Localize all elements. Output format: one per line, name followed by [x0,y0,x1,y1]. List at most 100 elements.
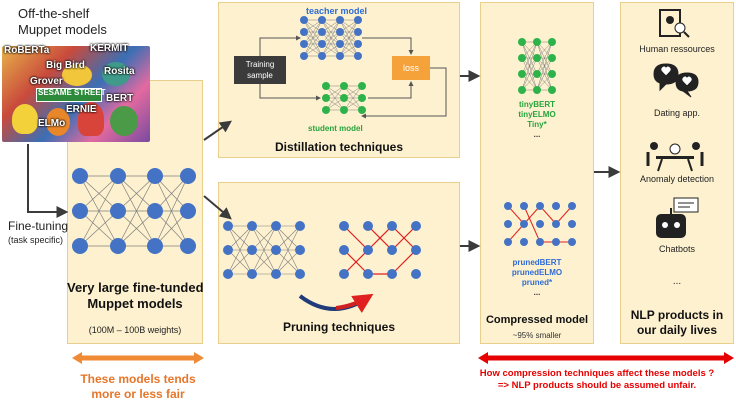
heart-shape [682,76,692,86]
full-network-node [271,221,281,231]
compressed-pruned-node [520,238,528,246]
meeting-table-icon-coin [669,143,681,155]
large-network-edge [79,210,119,247]
pruning-panel [218,182,460,344]
distilled-name: tinyELMO [518,110,556,119]
full-network-edge [227,249,253,275]
pruned-network-edge [367,225,393,251]
full-network-edge [227,225,253,275]
compressed-pruned-node [504,220,512,228]
muppet-name: KERMIT [90,43,129,54]
compressed-distilled-network-edge [521,57,538,91]
unfair-conclusion-line: => NLP products should be assumed unfair… [497,380,697,391]
fair-label-line: These models tends [80,372,196,386]
nlp-products-panel [620,2,734,344]
products-title: NLP products in our daily lives [620,308,734,338]
student-network-node [322,82,330,90]
full-network-edge [251,225,277,275]
pruned-network-node [363,245,373,255]
products-title-line: NLP products in [630,308,724,322]
full-network-node [295,269,305,279]
large-network-node [72,238,88,254]
full-network-node [295,221,305,231]
student-network-node [340,106,348,114]
compressed-pruned-node [504,202,512,210]
pruned-model-names: prunedBERT prunedELMO pruned* ... [480,258,594,298]
muppet-figure [46,108,70,136]
large-network-node [147,168,163,184]
pruned-network-node [411,221,421,231]
teacher-network-node [354,16,362,24]
compressed-pruned-node [568,238,576,246]
fair-label-line: more or less fair [91,387,185,401]
muppet-figure [12,104,38,134]
fair-label: These models tends more or less fair [70,372,206,402]
pruned-network-node [363,221,373,231]
teacher-network-node [336,40,344,48]
large-network-node [180,203,196,219]
compressed-distilled-network-node [533,86,541,94]
finetuning-label: Fine-tuning [8,219,69,233]
person-search-icon-handle [683,31,690,38]
distilled-name: tinyBERT [519,100,555,109]
compressed-distilled-network-node [518,86,526,94]
large-network-node [72,203,88,219]
compressed-pruned-node [536,220,544,228]
muppet-name: RoBERTa [4,45,50,56]
large-network-node [147,203,163,219]
training-sample-box: Training sample [234,56,286,84]
to-pruning-arrow [203,195,232,220]
meeting-table-icon-bodies [646,152,704,166]
full-network-edge [251,249,277,275]
teacher-network-edge [321,19,341,45]
compressed-distilled-network-node [548,38,556,46]
compressed-pruned-edge [555,205,573,225]
full-network-node [223,245,233,255]
muppet-name: ERNIE [66,104,97,115]
loss-box: loss [392,56,430,80]
teacher-network-node [300,28,308,36]
teacher-network-edge [339,19,359,45]
pruned-name: pruned* [521,278,553,287]
compressed-pruned-node [536,238,544,246]
compressed-pruned-node [520,202,528,210]
compressed-distilled-network-node [533,70,541,78]
finetuning-arrow [27,144,69,218]
large-network-edge [154,175,189,247]
hearts-chat-icon [653,63,679,92]
compressed-distilled-network-node [548,86,556,94]
compressed-pruned-edge [539,205,557,225]
compressed-pruned-edge [507,205,525,225]
teacher-network-node [318,28,326,36]
meeting-table-icon-table [656,156,694,159]
teacher-network-node [318,16,326,24]
large-network-node [180,168,196,184]
full-network-node [223,221,233,231]
distilled-name: ... [533,130,541,139]
pruned-network-node [339,245,349,255]
full-network-node [295,245,305,255]
student-network-edge [343,85,363,111]
pruned-network-edge [343,225,369,251]
muppet-collage-image [2,46,150,142]
teacher-network-node [354,40,362,48]
full-network-edge [251,225,277,251]
large-network-node [180,238,196,254]
muppet-name: Big Bird [46,60,85,71]
pruned-network-node [411,245,421,255]
teacher-network-edge [339,31,359,57]
person-search-icon-head [666,16,674,24]
large-network-edge [117,210,156,247]
teacher-model-label: teacher model [306,6,368,16]
street-sign [36,88,102,102]
sample-to-student-line [259,84,321,101]
compressed-distilled-network-edge [536,41,553,75]
large-models-title: Very large fine-tunded Muppet models [67,280,204,312]
student-network-edge [325,85,345,111]
muppet-name: SESAME STREET [38,88,106,97]
product-label-dating: Dating app. [653,108,701,118]
meeting-table-icon-person-right [692,142,700,150]
pruned-network-node [339,269,349,279]
source-title-line: Muppet models [18,22,107,37]
